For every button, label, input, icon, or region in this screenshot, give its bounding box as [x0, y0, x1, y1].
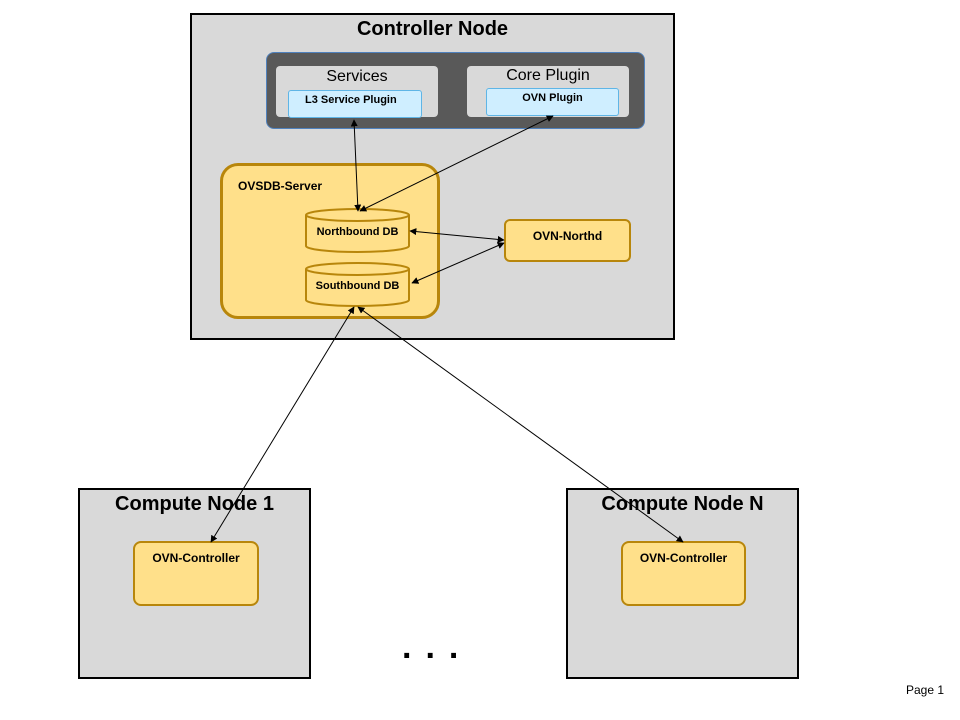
compute-node-1-ovn-controller: OVN-Controller [133, 541, 259, 606]
services-label: Services [326, 68, 388, 85]
ovn-northd-label: OVN-Northd [532, 229, 603, 243]
page-number: Page 1 [906, 683, 945, 697]
northbound-db-cylinder-icon [305, 208, 410, 253]
southbound-db: Southbound DB [304, 262, 411, 308]
ovsdb-server-label: OVSDB-Server [238, 179, 323, 193]
northbound-db-label: Northbound DB [316, 226, 399, 238]
l3-service-plugin: L3 Service Plugin [288, 90, 422, 118]
ovn-plugin: OVN Plugin [486, 88, 619, 116]
controller-node-title: Controller Node [356, 18, 509, 40]
ovn-controller-label: OVN-Controller [639, 551, 728, 565]
core-plugin-label: Core Plugin [506, 67, 590, 84]
ovn-controller-label: OVN-Controller [152, 551, 240, 565]
northbound-db: Northbound DB [304, 208, 411, 254]
compute-node-1-title: Compute Node 1 [115, 493, 274, 515]
compute-node-n-ovn-controller: OVN-Controller [621, 541, 746, 606]
southbound-db-cylinder-icon [305, 262, 410, 307]
ellipsis-text: ... [402, 628, 473, 666]
ovn-northd: OVN-Northd [504, 219, 631, 262]
compute-node-n-title: Compute Node N [601, 493, 764, 515]
southbound-db-label: Southbound DB [315, 280, 400, 292]
